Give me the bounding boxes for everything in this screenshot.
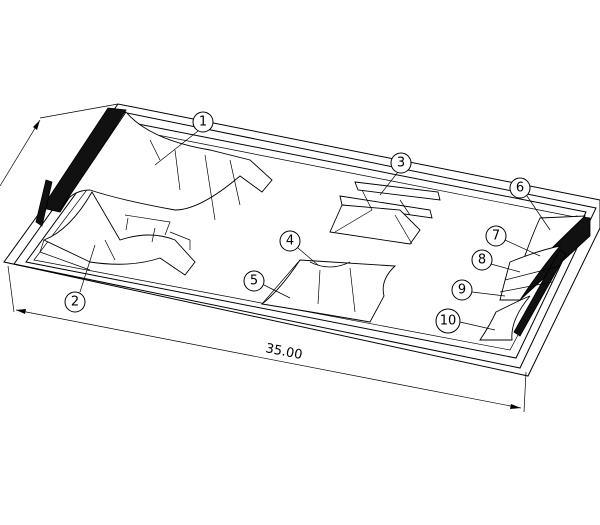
balloon-8: 8	[471, 249, 493, 271]
balloon-label: 7	[492, 229, 500, 244]
balloon-label: 4	[286, 234, 294, 249]
balloon-1: 1	[192, 111, 214, 133]
balloon-4: 4	[279, 230, 301, 252]
dimension-width-label: 0	[0, 165, 4, 180]
balloon-10: 10	[435, 308, 461, 334]
dimension-length	[7, 265, 527, 413]
balloon-7: 7	[485, 225, 507, 247]
pyramid-element	[329, 181, 441, 245]
balloon-label: 1	[199, 115, 207, 130]
balloon-2: 2	[64, 291, 86, 313]
left-ramp-complex	[35, 107, 273, 276]
balloon-label: 6	[516, 181, 524, 196]
balloon-label: 8	[478, 253, 486, 268]
balloon-3: 3	[390, 152, 412, 174]
balloon-label: 2	[71, 295, 79, 310]
balloon-label: 9	[458, 283, 466, 298]
balloon-5: 5	[243, 270, 265, 292]
balloon-6: 6	[509, 177, 531, 199]
dimension-width	[0, 103, 119, 187]
funbox-element	[260, 259, 397, 323]
balloon-label: 3	[397, 156, 405, 171]
dimension-length-label: 35.00	[264, 341, 303, 363]
balloon-9: 9	[451, 279, 473, 301]
balloon-label: 10	[440, 314, 457, 329]
right-ramp-complex	[479, 215, 591, 341]
balloon-label: 5	[250, 274, 258, 289]
leader-lines	[79, 130, 551, 331]
